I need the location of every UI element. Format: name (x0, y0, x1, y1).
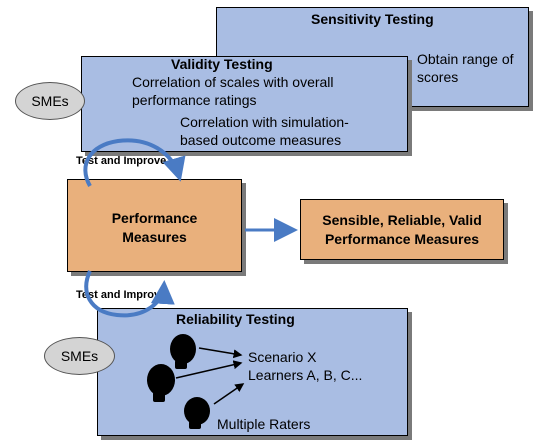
validity-testing-line-3: Correlation with simulation- (180, 114, 349, 130)
validity-testing-box: Validity Testing Correlation of scales w… (81, 56, 408, 152)
valid-measures-box: Sensible, Reliable, Valid Performance Me… (300, 199, 504, 260)
learners-label: Learners A, B, C... (248, 367, 363, 383)
validity-testing-title: Validity Testing (171, 56, 273, 72)
reliability-testing-box: Reliability Testing Scenario X Learners … (97, 308, 408, 436)
smes-ellipse-bottom: SMEs (44, 337, 115, 375)
sensitivity-testing-text-2: scores (417, 69, 459, 85)
performance-measures-box: Performance Measures (67, 179, 242, 272)
smes-ellipse-top: SMEs (15, 82, 85, 120)
valid-measures-label-1: Sensible, Reliable, Valid (322, 212, 482, 228)
validity-testing-line-4: based outcome measures (180, 132, 342, 148)
performance-measures-label-1: Performance (111, 210, 198, 226)
validity-testing-line-1: Correlation of scales with overall (132, 74, 334, 90)
performance-measures-label-2: Measures (122, 229, 187, 245)
test-and-improve-label-top: Test and Improve (76, 155, 167, 167)
scenario-label: Scenario X (248, 349, 317, 365)
multiple-raters-label: Multiple Raters (217, 416, 311, 432)
validity-testing-line-2: performance ratings (132, 92, 257, 108)
sensitivity-testing-text-1: Obtain range of (417, 51, 514, 67)
reliability-testing-title: Reliability Testing (176, 311, 295, 327)
test-and-improve-label-bottom: Test and Improve (76, 289, 167, 301)
valid-measures-label-2: Performance Measures (324, 231, 480, 247)
sensitivity-testing-title: Sensitivity Testing (311, 11, 434, 27)
